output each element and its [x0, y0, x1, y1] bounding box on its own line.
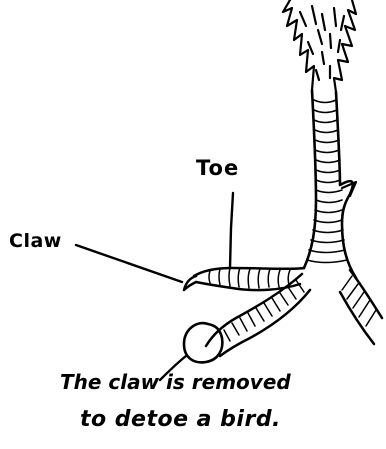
caption-line-2: to detoe a bird.	[80, 409, 281, 431]
claw-tip	[184, 276, 196, 290]
removed-claw-circle	[184, 323, 222, 362]
feathered-thigh	[283, 0, 356, 92]
leg-shank	[304, 90, 356, 278]
toe-label: Toe	[196, 158, 239, 179]
front-toe-scales	[209, 268, 290, 288]
claw-leader-line	[76, 245, 182, 282]
toe-leader-line	[230, 193, 233, 268]
right-toe	[340, 270, 382, 344]
claw-label: Claw	[9, 232, 62, 251]
caption-line-1: The claw is removed	[60, 372, 291, 392]
